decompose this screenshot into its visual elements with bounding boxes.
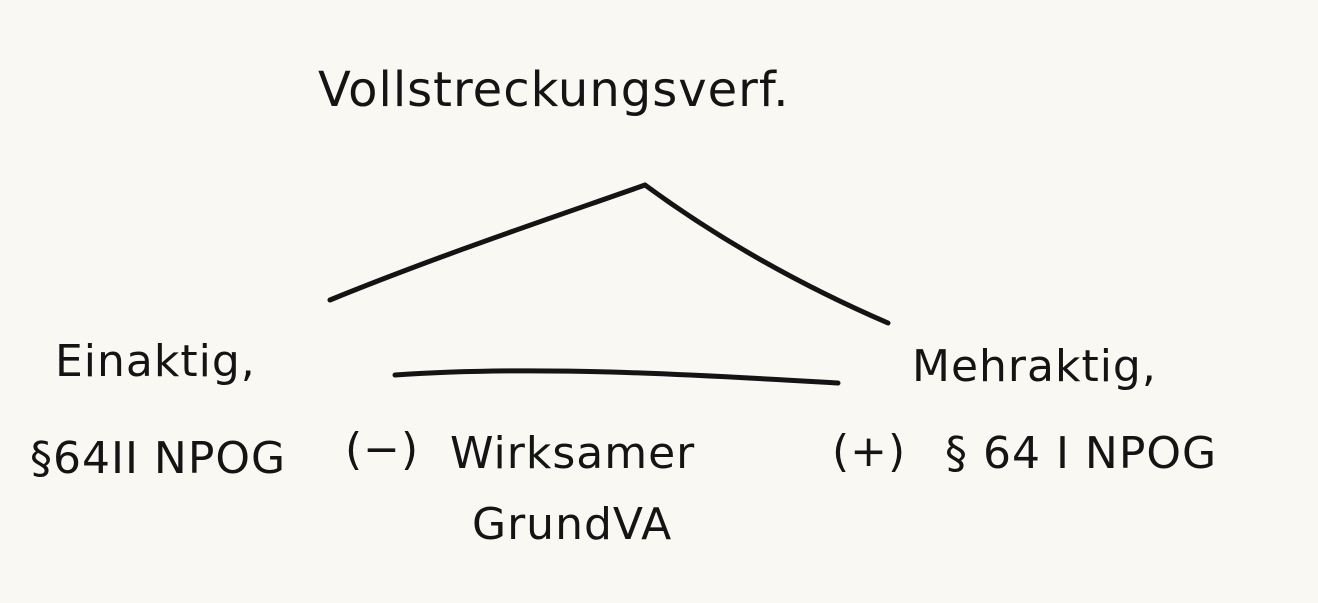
right-law: § 64 I NPOG xyxy=(945,428,1218,479)
root-label: Vollstreckungsverf. xyxy=(318,62,790,118)
middle-prefix: (−) xyxy=(345,424,420,475)
middle-line1: Wirksamer xyxy=(450,428,696,479)
middle-bar xyxy=(392,368,841,386)
branch-left xyxy=(327,182,648,303)
right-label: Mehraktig, xyxy=(912,341,1157,392)
middle-line2: GrundVA xyxy=(472,499,673,550)
left-law: §64II NPOG xyxy=(30,433,287,484)
left-label: Einaktig, xyxy=(55,336,256,387)
right-prefix: (+) xyxy=(832,426,907,477)
branch-right xyxy=(642,182,891,326)
